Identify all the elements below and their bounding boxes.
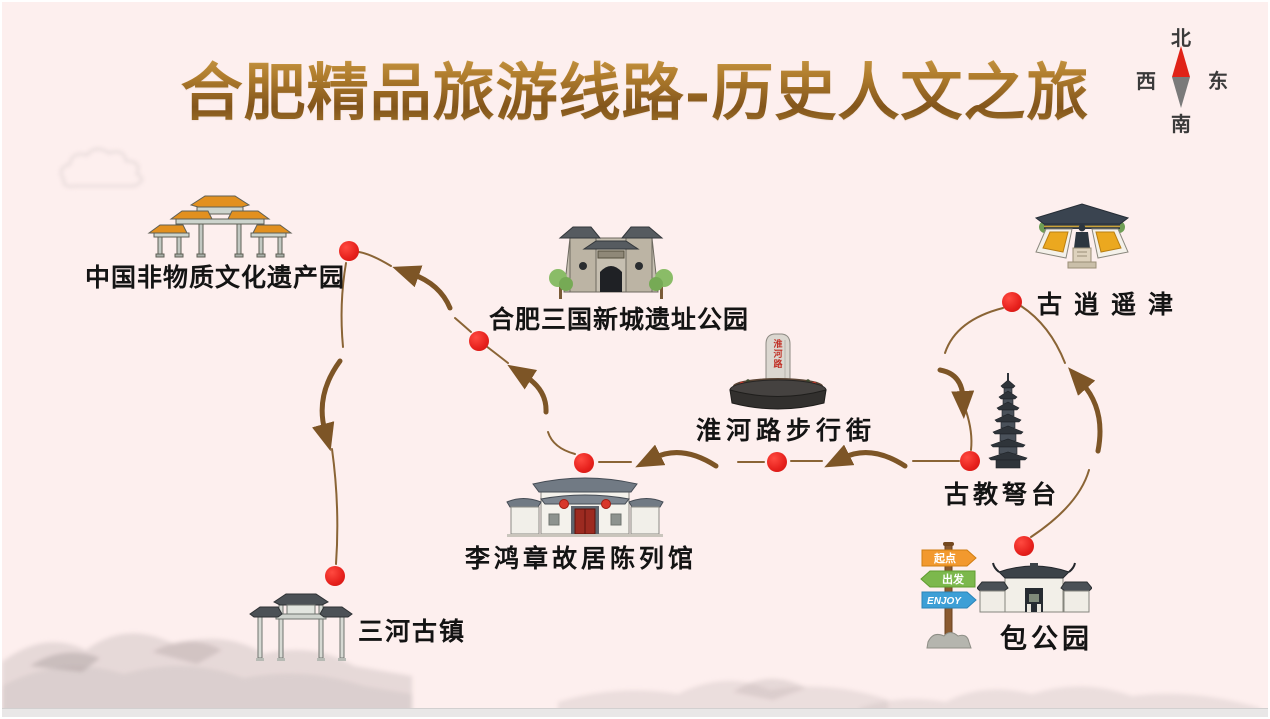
label-lihongzhang: 李鸿章故居陈列馆 [465, 545, 698, 573]
label-huaihe-street: 淮河路步行街 [696, 417, 877, 445]
start-signpost: 起点 出发 ENJOY [920, 542, 977, 649]
arrow-feiyi-to-sanhe [312, 358, 343, 452]
arrow-lihongzhang-to-sanguo [507, 364, 549, 415]
huaihe-street-monument-illustration: 淮 河 路 [729, 333, 827, 410]
sign-depart-label: 出发 [942, 572, 965, 586]
sanguo-park-gate-illustration [549, 226, 673, 299]
compass-needle-south-icon [1172, 77, 1190, 108]
sanhe-town-archway-illustration [249, 593, 353, 661]
compass-west-label: 西 [1136, 71, 1156, 93]
compass-north-label: 北 [1171, 28, 1191, 50]
compass-south-label: 南 [1171, 114, 1191, 136]
arrow-sanguo-to-feiyi [392, 265, 453, 311]
arrow-baogong-to-xiaoyaojin [1068, 367, 1103, 454]
sign-enjoy [921, 591, 977, 609]
compass: 北 南 西 东 [1130, 14, 1234, 138]
label-xiaoyaojin: 古逍遥津 [1037, 291, 1186, 319]
route-dot-heritage-park [339, 241, 359, 261]
route-arrows [312, 265, 1103, 469]
monument-char-1: 淮 [773, 338, 782, 349]
ink-mountains-bottom-left [2, 633, 412, 717]
sign-depart [920, 570, 976, 588]
lihongzhang-residence-illustration [506, 477, 664, 537]
label-sanhe-town: 三河古镇 [358, 618, 467, 646]
xiaoyaojin-hall-illustration [1034, 203, 1130, 269]
arrow-xiaoyaojin-to-jiaonutai [937, 367, 975, 419]
route-dot-jiaonutai [960, 451, 980, 471]
compass-east-label: 东 [1208, 71, 1228, 93]
label-sanguo-park: 合肥三国新城遗址公园 [489, 306, 750, 334]
route-dot-sanguo-park [469, 331, 489, 351]
label-heritage-park: 中国非物质文化遗产园 [85, 264, 346, 292]
route-dot-lihongzhang [574, 453, 594, 473]
route-dot-huaihe-street [767, 452, 787, 472]
bottom-window-strip [2, 708, 1268, 717]
monument-char-2: 河 [773, 348, 782, 359]
ink-ridge-bottom-center [558, 678, 888, 717]
baogong-park-temple-illustration [977, 562, 1092, 613]
arrow-huaihe-to-lihongzhang [635, 444, 719, 469]
route-dot-xiaoyaojin [1002, 292, 1022, 312]
heritage-park-archway-illustration [147, 195, 293, 258]
label-baogong-park: 包公园 [1000, 624, 1093, 654]
cloud-top-left [60, 148, 143, 188]
route-thin-lines [331, 251, 1090, 565]
label-jiaonutai: 古教弩台 [944, 481, 1061, 509]
jiaonutai-pagoda-illustration [988, 373, 1028, 469]
sign-start [921, 549, 977, 567]
route-dot-baogong-park [1014, 536, 1034, 556]
sign-enjoy-label: ENJOY [927, 596, 962, 607]
monument-char-3: 路 [773, 358, 783, 369]
page-title: 合肥精品旅游线路-历史人文之旅 [2, 42, 1268, 132]
arrow-jiaonutai-to-huaihe [824, 444, 908, 469]
route-dot-sanhe-town [325, 566, 345, 586]
sign-start-label: 起点 [933, 551, 956, 565]
compass-needle-north-icon [1172, 46, 1190, 77]
